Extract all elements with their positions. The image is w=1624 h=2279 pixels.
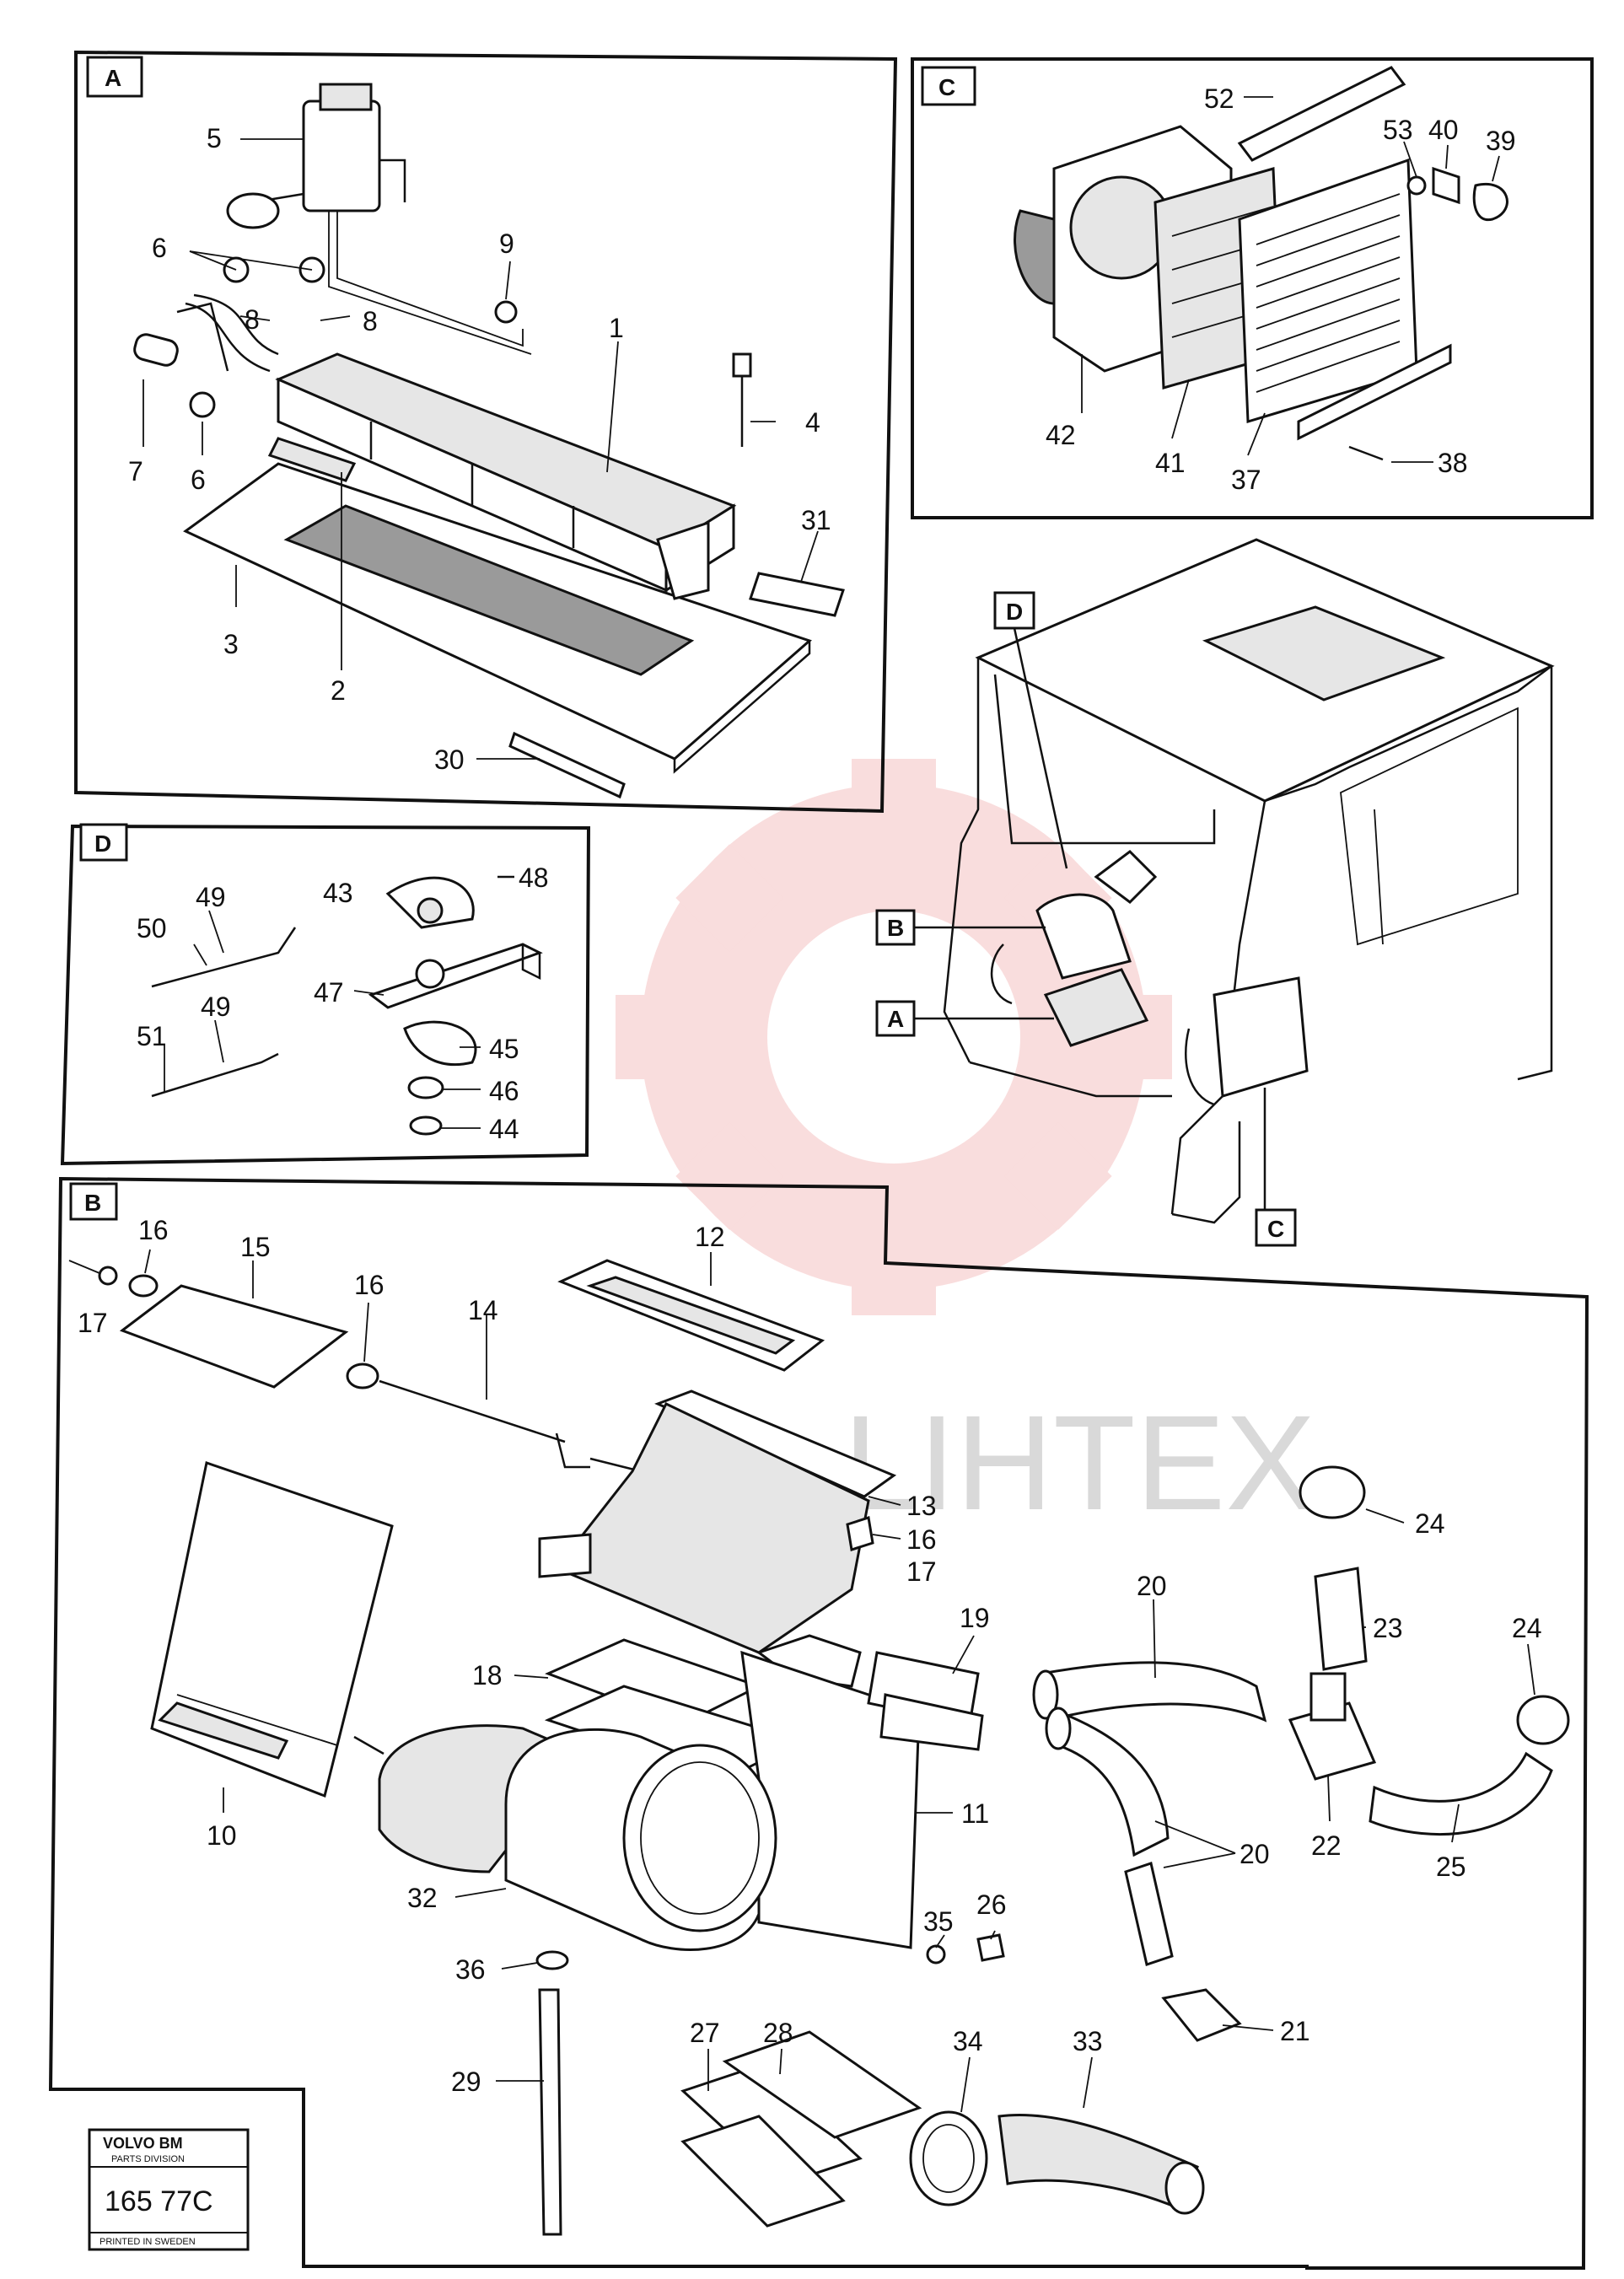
callout-14: 14 <box>468 1295 498 1325</box>
callout-30: 30 <box>434 744 465 775</box>
callout-13: 13 <box>906 1491 937 1521</box>
callout-15: 15 <box>240 1232 271 1262</box>
air-flap <box>119 1284 349 1389</box>
callout-9: 9 <box>499 228 514 259</box>
callout-37: 37 <box>1231 465 1261 495</box>
callout-43: 43 <box>323 878 353 908</box>
callout-29: 29 <box>451 2067 481 2097</box>
callout-34: 34 <box>953 2026 983 2056</box>
callout-17b: 17 <box>906 1556 937 1587</box>
callout-16: 16 <box>138 1215 169 1245</box>
hose-piece <box>133 333 179 367</box>
callout-40: 40 <box>1428 115 1459 145</box>
callout-26: 26 <box>976 1889 1007 1920</box>
callout-33: 33 <box>1073 2026 1103 2056</box>
callout-12: 12 <box>695 1222 725 1252</box>
callout-31: 31 <box>801 505 831 535</box>
callout-49: 49 <box>196 882 226 912</box>
callout-24: 24 <box>1415 1508 1445 1539</box>
section-c: C <box>911 57 1594 519</box>
water-valve <box>302 99 381 212</box>
callout-28: 28 <box>763 2018 793 2048</box>
cab-label-c: C <box>1267 1216 1284 1242</box>
callout-6b: 6 <box>191 465 206 495</box>
cab-heater-box <box>1213 976 1309 1098</box>
callout-18: 18 <box>472 1660 503 1690</box>
section-b-label: B <box>84 1190 101 1216</box>
cab-overview: D B A C <box>875 538 1555 1247</box>
stamp-division: PARTS DIVISION <box>111 2154 185 2164</box>
volvo-stamp: VOLVO BM PARTS DIVISION 165 77C PRINTED … <box>88 2128 250 2251</box>
callout-10: 10 <box>207 1820 237 1851</box>
stamp-brand: VOLVO BM <box>103 2135 183 2152</box>
callout-47: 47 <box>314 977 344 1008</box>
callout-41: 41 <box>1155 448 1186 478</box>
cap <box>1299 1465 1366 1519</box>
callout-3: 3 <box>223 629 239 659</box>
callout-20b: 20 <box>1240 1839 1270 1869</box>
cab-label-a: A <box>887 1006 904 1032</box>
hose-clamp <box>909 2110 988 2206</box>
callout-45: 45 <box>489 1034 519 1064</box>
callout-1: 1 <box>609 313 624 343</box>
callout-8: 8 <box>245 304 260 335</box>
callout-4: 4 <box>805 407 820 438</box>
callout-17: 17 <box>78 1308 108 1338</box>
callout-19: 19 <box>960 1603 990 1633</box>
section-d-label: D <box>94 830 111 857</box>
watermark-text: LIHTEX <box>843 1387 1315 1538</box>
callout-11: 11 <box>961 1798 989 1829</box>
stamp-number: 165 77C <box>105 2185 213 2217</box>
callout-38: 38 <box>1438 448 1468 478</box>
stamp-printed: PRINTED IN SWEDEN <box>99 2237 196 2247</box>
cab-label-d: D <box>1006 599 1023 625</box>
callout-27: 27 <box>690 2018 720 2048</box>
callout-6: 6 <box>152 233 167 263</box>
callout-42: 42 <box>1046 420 1076 450</box>
callout-32: 32 <box>407 1883 438 1913</box>
cab-label-b: B <box>887 915 904 941</box>
callout-5: 5 <box>207 123 222 153</box>
callout-51: 51 <box>137 1021 167 1051</box>
callout-20: 20 <box>1137 1571 1167 1601</box>
section-a: A <box>74 50 898 814</box>
callout-22: 22 <box>1311 1830 1342 1861</box>
callout-36: 36 <box>455 1954 486 1985</box>
callout-16b: 16 <box>354 1270 384 1300</box>
callout-50: 50 <box>137 913 167 943</box>
section-b: B <box>48 1176 1589 2270</box>
callout-16c: 16 <box>906 1524 937 1555</box>
callout-7: 7 <box>128 456 143 486</box>
plate-opening <box>283 504 695 676</box>
callout-49b: 49 <box>201 992 231 1022</box>
callout-25: 25 <box>1436 1852 1466 1882</box>
section-a-label: A <box>105 65 121 91</box>
callout-53: 53 <box>1383 115 1413 145</box>
mounting-bracket-left <box>150 1461 394 1798</box>
drain-hose <box>538 1988 562 2236</box>
callout-21: 21 <box>1280 2016 1310 2046</box>
callout-24b: 24 <box>1512 1613 1542 1643</box>
callout-46: 46 <box>489 1076 519 1106</box>
callout-44: 44 <box>489 1114 519 1144</box>
section-c-label: C <box>938 74 955 100</box>
callout-48: 48 <box>519 863 549 893</box>
callout-52: 52 <box>1204 83 1234 114</box>
heater-hose <box>1040 1661 1267 1723</box>
air-duct <box>554 1402 870 1654</box>
callout-35: 35 <box>923 1906 954 1937</box>
callout-2: 2 <box>331 675 346 706</box>
callout-39: 39 <box>1486 126 1516 156</box>
callout-23: 23 <box>1373 1613 1403 1643</box>
section-d: D 43 48 49 50 47 49 51 45 46 44 <box>60 823 591 1166</box>
callout-8b: 8 <box>363 306 378 336</box>
